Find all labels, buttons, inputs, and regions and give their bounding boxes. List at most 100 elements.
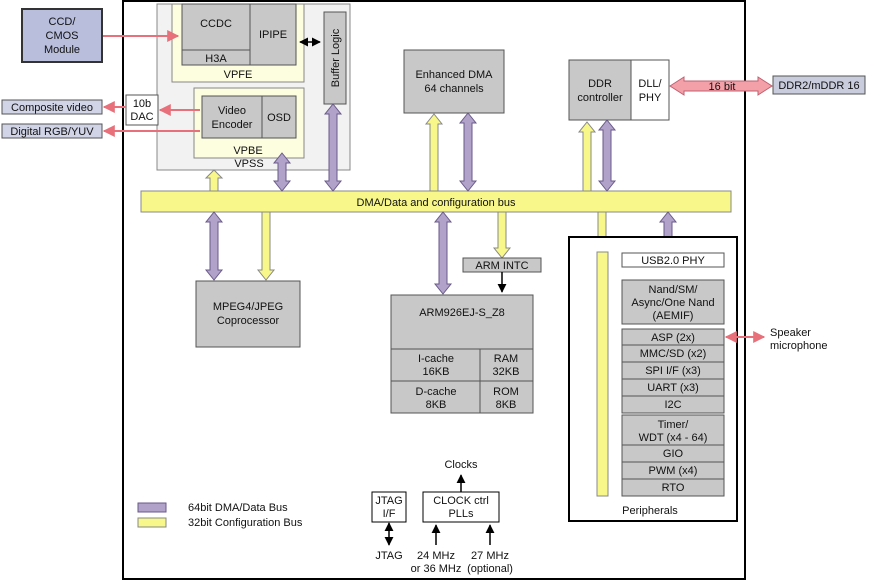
legend-config-swatch xyxy=(137,517,167,528)
spi-label: SPI I/F (x3) xyxy=(645,365,701,377)
icache-line2: 16KB xyxy=(423,366,450,378)
mhz27-line1: 27 MHz xyxy=(471,550,509,562)
vpbe-label: VPBE xyxy=(233,145,262,157)
enhanced-dma-block xyxy=(403,49,505,114)
clocks-label: Clocks xyxy=(444,459,478,471)
ipipe-block xyxy=(249,3,297,66)
ccd-line2: CMOS xyxy=(46,30,79,42)
clock-ctrl-line2: PLLs xyxy=(448,508,474,520)
sixteen-bit-label: 16 bit xyxy=(709,81,736,93)
ccd-cmos-module xyxy=(21,8,103,63)
mmc-label: MMC/SD (x2) xyxy=(640,348,707,360)
timer-line2: WDT (x4 - 64) xyxy=(639,432,708,444)
dac-line2: DAC xyxy=(130,111,153,123)
legend-dma-label: 64bit DMA/Data Bus xyxy=(188,502,288,514)
nand-line3: (AEMIF) xyxy=(653,310,694,322)
arm926-block xyxy=(390,294,534,414)
nand-block xyxy=(621,279,725,325)
nand-line2: Async/One Nand xyxy=(631,297,714,309)
video-encoder-line1: Video xyxy=(218,105,246,117)
jtag-if-block xyxy=(371,491,407,523)
dll-phy-line1: DLL/ xyxy=(638,78,662,90)
speaker-line2: microphone xyxy=(770,340,827,352)
usb-phy-label: USB2.0 PHY xyxy=(641,255,705,267)
ddr-controller-line2: controller xyxy=(577,92,623,104)
jtag-box-line2: I/F xyxy=(383,508,396,520)
arm926-label: ARM926EJ-S_Z8 xyxy=(419,307,505,319)
edma-config-arrow xyxy=(424,113,444,192)
vpbe-config-arrow xyxy=(204,169,224,192)
dll-phy-block xyxy=(630,59,670,121)
video-encoder-block xyxy=(201,95,263,139)
dcache-line2: 8KB xyxy=(426,399,447,411)
edma-bus-arrow xyxy=(458,112,478,192)
mhz24-line1: 24 MHz xyxy=(417,550,455,562)
asp-label: ASP (2x) xyxy=(651,332,695,344)
ccd-line1: CCD/ xyxy=(49,16,77,28)
arm-bus-arrow xyxy=(433,211,453,295)
ipipe-label: IPIPE xyxy=(259,29,287,41)
ram-line2: 32KB xyxy=(493,366,520,378)
video-encoder-line2: Encoder xyxy=(212,119,253,131)
ddr-controller-block xyxy=(568,59,632,121)
enhanced-dma-line2: 64 channels xyxy=(424,83,484,95)
gio-label: GIO xyxy=(663,448,684,460)
rom-line1: ROM xyxy=(493,386,519,398)
peripherals-label: Peripherals xyxy=(622,505,678,517)
osd-block xyxy=(261,95,297,139)
rto-block xyxy=(621,478,725,497)
pwm-label: PWM (x4) xyxy=(649,465,698,477)
enhanced-dma-line1: Enhanced DMA xyxy=(415,69,493,81)
mpeg-coprocessor-block xyxy=(195,280,301,348)
mhz24-line2: or 36 MHz xyxy=(411,563,462,575)
digital-rgb-box xyxy=(1,123,103,139)
ccd-line3: Module xyxy=(44,44,80,56)
buffer-bus-arrow xyxy=(323,103,343,192)
legend-config-label: 32bit Configuration Bus xyxy=(188,517,303,529)
vpfe-label: VPFE xyxy=(224,69,253,81)
ddr-config-arrow xyxy=(577,121,597,192)
clock-ctrl-line1: CLOCK ctrl xyxy=(433,495,489,507)
ddr-16bit-arrow xyxy=(669,76,773,96)
uart-label: UART (x3) xyxy=(647,382,699,394)
ddr2-label: DDR2/mDDR 16 xyxy=(778,80,859,92)
legend-dma-swatch xyxy=(137,502,167,513)
buffer-logic-block xyxy=(323,11,347,105)
arm-intc-label: ARM INTC xyxy=(475,260,528,272)
dll-phy-line2: PHY xyxy=(639,92,662,104)
usb-phy-block xyxy=(621,252,725,268)
dac-line1: 10b xyxy=(133,98,151,110)
buffer-logic-label: Buffer Logic xyxy=(330,28,342,87)
digital-rgb-label: Digital RGB/YUV xyxy=(10,126,94,138)
ddr-bus-arrow xyxy=(597,119,617,192)
mpeg-line1: MPEG4/JPEG xyxy=(213,301,283,313)
clock-ctrl-block xyxy=(422,491,500,523)
mpeg-line2: Coprocessor xyxy=(217,315,280,327)
rto-label: RTO xyxy=(662,482,685,494)
mpeg-config-arrow xyxy=(256,211,276,281)
i2c-block xyxy=(621,395,725,414)
composite-video-box xyxy=(1,99,103,115)
dma-bus-label: DMA/Data and configuration bus xyxy=(357,197,516,209)
ddr-controller-line1: DDR xyxy=(588,78,612,90)
dac-block xyxy=(125,94,159,126)
mpeg-bus-arrow xyxy=(204,211,224,281)
vpbe-bus-arrow xyxy=(272,152,292,192)
icache-line1: I-cache xyxy=(418,353,454,365)
intc-config-arrow xyxy=(492,211,512,259)
osd-label: OSD xyxy=(267,112,291,124)
rom-line2: 8KB xyxy=(496,399,517,411)
speaker-line1: Speaker xyxy=(770,327,811,339)
ddr2-box xyxy=(772,75,866,95)
ram-line1: RAM xyxy=(494,353,518,365)
nand-line1: Nand/SM/ xyxy=(649,284,699,296)
dcache-line1: D-cache xyxy=(416,386,457,398)
mhz27-line2: (optional) xyxy=(467,563,513,575)
ccdc-label: CCDC xyxy=(200,18,232,30)
peripheral-config-bar xyxy=(596,251,609,497)
composite-video-label: Composite video xyxy=(11,102,93,114)
timer-line1: Timer/ xyxy=(658,419,690,431)
jtag-box-line1: JTAG xyxy=(375,495,402,507)
vpss-label: VPSS xyxy=(234,158,263,170)
